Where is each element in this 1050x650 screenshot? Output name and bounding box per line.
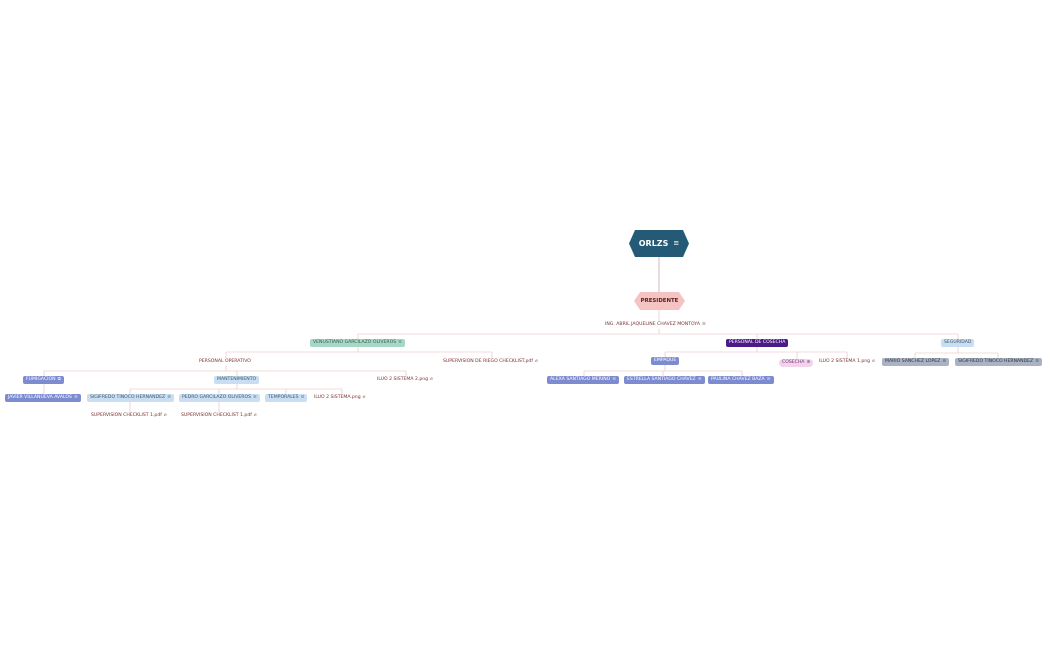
- topic-label: MARIO SANCHEZ LOPEZ: [885, 358, 941, 364]
- topic-label: SUPERVISION CHECKLIST 1.pdf: [91, 412, 162, 418]
- notes-icon[interactable]: ≡: [398, 339, 402, 345]
- topic-supervision-checklist-b[interactable]: SUPERVISION CHECKLIST 1.pdf ⌀: [181, 412, 257, 420]
- topic-supervision-riego[interactable]: SUPERVISION DE RIEGO CHECKLIST.pdf ⌀: [443, 358, 538, 366]
- root-topic[interactable]: ORLZS ≡: [629, 230, 689, 257]
- topic-mario[interactable]: MARIO SANCHEZ LOPEZ ≡: [882, 358, 950, 366]
- attachment-icon[interactable]: ⌀: [534, 358, 538, 364]
- topic-empaque[interactable]: EMPAQUE: [651, 357, 680, 365]
- topic-label: TEMPORALES: [268, 394, 299, 400]
- topic-paulina[interactable]: PAULINA CHAVEZ BAZA ≡: [708, 376, 774, 384]
- topic-label: SIGIFREDO TINOCO HERNANDEZ: [958, 358, 1034, 364]
- topic-label: SIGIFREDO TINOCO HERNANDEZ: [90, 394, 166, 400]
- topic-iluo-2-sistema[interactable]: ILUO 2 SISTEMA.png ⌀: [314, 394, 365, 402]
- topic-estrella[interactable]: ESTRELLA SANTIAGO CHAVEZ ≡: [624, 376, 705, 384]
- link-icon[interactable]: ⧉: [57, 376, 61, 382]
- topic-pedro[interactable]: PEDRO GARCILAZO OLIVEROS ≡: [179, 394, 260, 402]
- topic-label: PERSONAL OPERATIVO: [199, 358, 251, 364]
- topic-label: ESTRELLA SANTIAGO CHAVEZ: [627, 376, 696, 382]
- topic-fumigacion[interactable]: FUMIGACION ⧉: [23, 376, 64, 384]
- notes-icon[interactable]: ≡: [73, 394, 78, 400]
- topic-iluo-2-sistema-1[interactable]: ILUO 2 SISTEMA 1.png ⌀: [819, 358, 875, 366]
- topic-sigifredo-1[interactable]: SIGIFREDO TINOCO HERNANDEZ ≡: [87, 394, 175, 402]
- topic-temporales[interactable]: TEMPORALES ≡: [265, 394, 308, 402]
- topic-label: SEGURIDAD: [944, 339, 972, 345]
- topic-alexa[interactable]: ALEXA SANTIAGO MERINO ≡: [547, 376, 620, 384]
- topic-label: PERSONAL DE COSECHA: [729, 339, 786, 345]
- attachment-icon[interactable]: ⌀: [362, 394, 366, 400]
- topic-label: MANTENIMIENTO: [217, 376, 257, 382]
- topic-personal-operativo[interactable]: PERSONAL OPERATIVO: [199, 358, 251, 366]
- notes-icon[interactable]: ≡: [766, 376, 771, 382]
- root-topic-label: ORLZS: [638, 239, 669, 248]
- attachment-icon[interactable]: ⌀: [163, 412, 167, 418]
- notes-icon[interactable]: ≡: [673, 239, 680, 247]
- president-name-topic[interactable]: ING. ABRIL JAQUELINE CHAVEZ MONTOYA ≡: [605, 321, 706, 329]
- notes-icon[interactable]: ≡: [612, 376, 617, 382]
- topic-javier[interactable]: JAVIER VILLANUEVA AVALOS ≡: [5, 394, 81, 402]
- notes-icon[interactable]: ≡: [702, 321, 706, 327]
- topic-cosecha[interactable]: COSECHA ⊕: [779, 359, 814, 367]
- notes-icon[interactable]: ≡: [253, 394, 257, 400]
- topic-label: SUPERVISION DE RIEGO CHECKLIST.pdf: [443, 358, 533, 364]
- topic-label: ILUO 2 SISTEMA.png: [314, 394, 361, 400]
- topic-label: SUPERVISION CHECKLIST 1.pdf: [181, 412, 252, 418]
- topic-label: EMPAQUE: [654, 357, 677, 363]
- topic-label: ILUO 2 SISTEMA 2.png: [377, 376, 429, 382]
- notes-icon[interactable]: ≡: [300, 394, 305, 400]
- topic-sigifredo-2[interactable]: SIGIFREDO TINOCO HERNANDEZ ≡: [955, 358, 1043, 366]
- topic-iluo-2-sistema-2[interactable]: ILUO 2 SISTEMA 2.png ⌀: [377, 376, 433, 384]
- notes-icon[interactable]: ≡: [167, 394, 172, 400]
- topic-label: VENUSTIANO GARCILAZO OLIVEROS: [313, 339, 397, 345]
- president-name-label: ING. ABRIL JAQUELINE CHAVEZ MONTOYA: [605, 321, 701, 327]
- plus-circle-icon[interactable]: ⊕: [806, 359, 811, 365]
- topic-seguridad[interactable]: SEGURIDAD: [941, 339, 975, 347]
- topic-label: JAVIER VILLANUEVA AVALOS: [8, 394, 72, 400]
- topic-label: PEDRO GARCILAZO OLIVEROS: [182, 394, 252, 400]
- topic-supervision-checklist-a[interactable]: SUPERVISION CHECKLIST 1.pdf ⌀: [91, 412, 167, 420]
- topic-label: FUMIGACION: [26, 376, 56, 382]
- topic-personal-de-cosecha[interactable]: PERSONAL DE COSECHA: [726, 339, 789, 347]
- topic-label: COSECHA: [782, 359, 805, 365]
- topic-mantenimiento[interactable]: MANTENIMIENTO: [214, 376, 260, 384]
- topic-label: PAULINA CHAVEZ BAZA: [711, 376, 765, 382]
- topic-label: ILUO 2 SISTEMA 1.png: [819, 358, 871, 364]
- president-topic-label: PRESIDENTE: [640, 298, 679, 304]
- notes-icon[interactable]: ≡: [697, 376, 702, 382]
- president-topic[interactable]: PRESIDENTE: [634, 292, 685, 310]
- topic-label: ALEXA SANTIAGO MERINO: [550, 376, 611, 382]
- notes-icon[interactable]: ≡: [1035, 358, 1040, 364]
- attachment-icon[interactable]: ⌀: [872, 358, 875, 364]
- attachment-icon[interactable]: ⌀: [430, 376, 433, 382]
- topic-venustiano[interactable]: VENUSTIANO GARCILAZO OLIVEROS ≡: [310, 339, 405, 347]
- notes-icon[interactable]: ≡: [942, 358, 947, 364]
- attachment-icon[interactable]: ⌀: [253, 412, 257, 418]
